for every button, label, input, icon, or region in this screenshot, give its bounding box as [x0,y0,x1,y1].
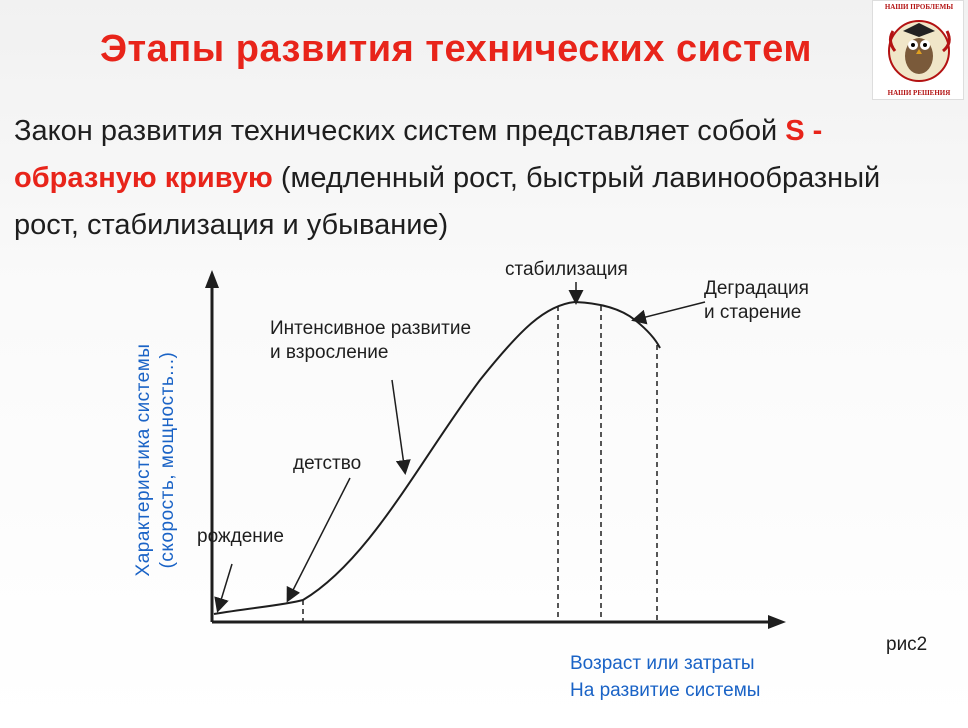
logo: НАШИ ПРОБЛЕМЫ НАШИ РЕШЕНИЯ [872,0,964,100]
stage-label-stabilization: стабилизация [505,259,628,280]
stage-label-growth: Интенсивное развитие и взросление [270,318,472,363]
y-axis-label-line1: Характеристика системы [133,343,154,577]
birth-pointer-arrow [214,563,233,613]
growth-pointer-arrow [391,379,411,475]
x-axis-label: Возраст или затраты На развитие системы [570,650,760,704]
stage-label-childhood: детство [293,453,362,474]
logo-top-text: НАШИ ПРОБЛЕМЫ [884,3,954,11]
intro-text-end: (медленный рост, быстрый лавинообразный … [14,162,881,241]
figure-label: рис2 [886,634,928,655]
childhood-pointer-arrow [286,477,351,603]
stage-label-degradation: Деградация и старение [704,278,809,323]
intro-highlight: S - образную кривую [14,115,823,194]
intro-text-start: Закон развития технических систем предст… [14,115,786,147]
stage-label-birth: рождение [197,526,284,547]
x-axis-arrow-icon [768,615,786,629]
x-axis-label-line1: Возраст или затраты [570,653,755,674]
owl-mascot-icon [888,20,951,82]
x-axis-label-line2: На развитие системы [570,680,761,701]
degradation-pointer-arrow [631,301,706,325]
logo-bottom-text: НАШИ РЕШЕНИЯ [887,89,951,97]
y-axis-label: Характеристика системы (скорость, мощнос… [132,344,180,577]
y-axis-arrow-icon [205,270,219,288]
y-axis-label-line2: (скорость, мощность...) [157,351,178,569]
intro-paragraph: Закон развития технических систем предст… [14,108,934,249]
slide-title: Этапы развития технических систем [100,28,812,70]
